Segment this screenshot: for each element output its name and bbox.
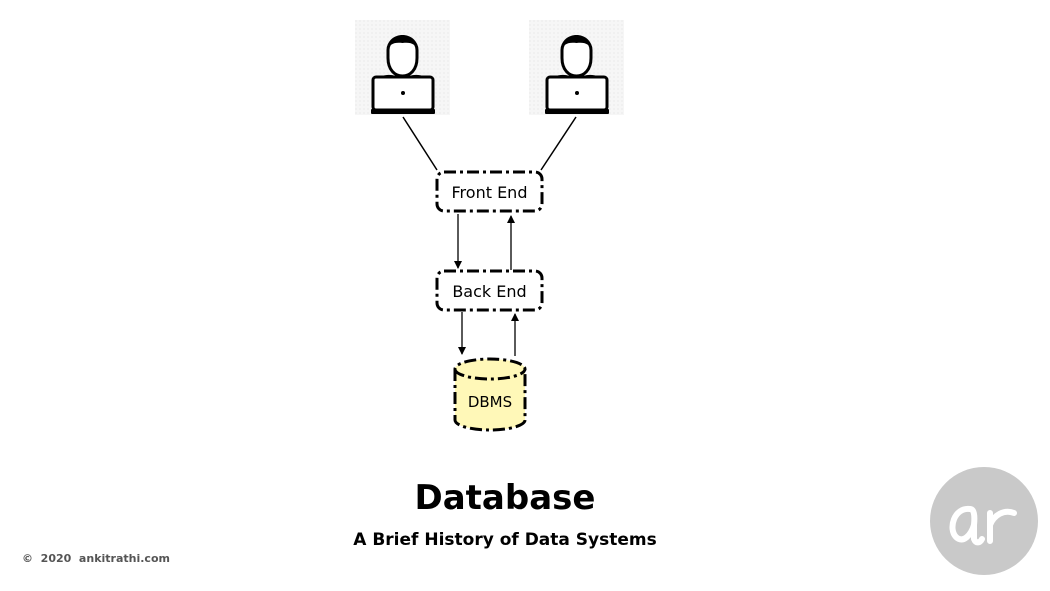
user-1-icon xyxy=(355,20,450,115)
page-title: Database xyxy=(414,478,596,518)
ar-logo-mark xyxy=(949,505,1017,546)
user-2-icon xyxy=(529,20,624,115)
edge-user2-frontend xyxy=(540,116,577,171)
dbms-node: DBMS xyxy=(453,357,527,432)
back-end-node: Back End xyxy=(435,269,544,312)
edge-user1-frontend xyxy=(402,116,438,171)
front-end-label: Front End xyxy=(452,183,528,202)
page-subtitle: A Brief History of Data Systems xyxy=(353,530,657,550)
ar-logo xyxy=(930,467,1038,575)
back-end-label: Back End xyxy=(452,282,526,301)
dbms-label: DBMS xyxy=(468,393,512,411)
front-end-node: Front End xyxy=(435,170,544,213)
copyright-notice: © 2020 ankitrathi.com xyxy=(22,552,170,565)
